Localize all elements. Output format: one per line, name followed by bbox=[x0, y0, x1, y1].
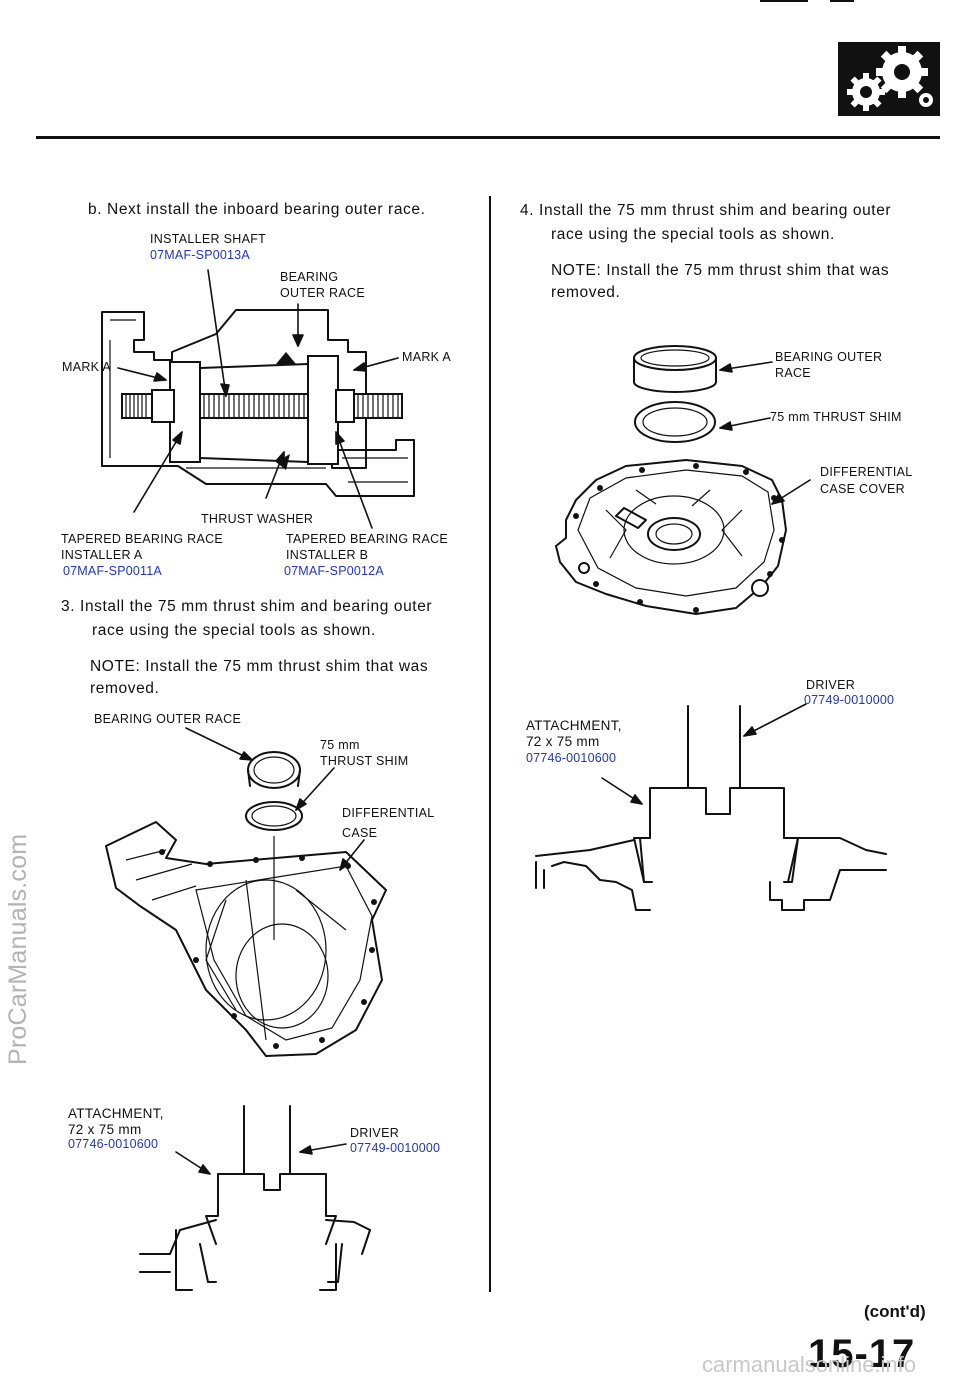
driver-attachment-diagram-left bbox=[139, 1105, 371, 1291]
attachment-label-2-right: 72 x 75 mm bbox=[526, 734, 600, 749]
gears-icon bbox=[838, 42, 940, 116]
attachment-label-1-right: ATTACHMENT, bbox=[526, 718, 622, 733]
diff-case-label-2: CASE bbox=[342, 826, 378, 840]
step-4-note-line-2: removed. bbox=[551, 284, 621, 301]
column-divider bbox=[489, 196, 491, 1292]
diff-thrust-shim-label-2: THRUST SHIM bbox=[320, 754, 409, 768]
driver-leader-lines-left bbox=[175, 1143, 347, 1175]
installer-assembly-diagram bbox=[101, 309, 415, 497]
driver-code-right: 07749-0010000 bbox=[804, 693, 895, 707]
mark-a-left-label: MARK A bbox=[62, 360, 112, 374]
step-3-note-line-2: removed. bbox=[90, 680, 160, 697]
cover-thrust-shim-label: 75 mm THRUST SHIM bbox=[770, 410, 902, 424]
driver-label-right: DRIVER bbox=[806, 678, 856, 692]
diff-thrust-shim-label-1: 75 mm bbox=[320, 738, 360, 752]
installer-b-label-2: INSTALLER B bbox=[286, 548, 369, 562]
case-cover-leader-lines bbox=[719, 361, 811, 505]
differential-case-diagram bbox=[105, 751, 387, 1057]
mark-a-right-label: MARK A bbox=[402, 350, 452, 364]
driver-attachment-diagram-right bbox=[535, 705, 887, 911]
attachment-label-2-left: 72 x 75 mm bbox=[68, 1122, 142, 1137]
top-mark bbox=[830, 0, 854, 2]
bearing-outer-race-label-1: BEARING bbox=[280, 270, 339, 284]
continued-label: (cont'd) bbox=[864, 1302, 926, 1321]
cover-bearing-outer-race-label-1: BEARING OUTER bbox=[775, 350, 883, 364]
installer-b-label-1: TAPERED BEARING RACE bbox=[286, 532, 449, 546]
step-3-line-2: race using the special tools as shown. bbox=[92, 622, 376, 639]
step-4-line-2: race using the special tools as shown. bbox=[551, 226, 835, 243]
differential-case-cover-diagram bbox=[555, 345, 787, 615]
installer-a-code: 07MAF-SP0011A bbox=[63, 564, 162, 578]
diff-case-leader-lines bbox=[185, 727, 365, 871]
installer-shaft-code: 07MAF-SP0013A bbox=[150, 248, 250, 262]
attachment-label-1-left: ATTACHMENT, bbox=[68, 1106, 164, 1121]
step-4-note-line-1: NOTE: Install the 75 mm thrust shim that… bbox=[551, 262, 890, 279]
diff-case-label-1: DIFFERENTIAL bbox=[342, 806, 435, 820]
installer-shaft-label: INSTALLER SHAFT bbox=[150, 232, 267, 246]
installer-a-label-1: TAPERED BEARING RACE bbox=[61, 532, 224, 546]
cover-diff-label-2: CASE COVER bbox=[820, 482, 905, 496]
installer-leader-lines bbox=[117, 269, 399, 529]
installer-a-label-2: INSTALLER A bbox=[61, 548, 143, 562]
bearing-outer-race-label-2: OUTER RACE bbox=[280, 286, 365, 300]
cover-bearing-outer-race-label-2: RACE bbox=[775, 366, 811, 380]
step-4-line-1: 4. Install the 75 mm thrust shim and bea… bbox=[520, 202, 892, 219]
cover-diff-label-1: DIFFERENTIAL bbox=[820, 465, 913, 479]
page-number: 15-17 bbox=[808, 1332, 916, 1376]
attachment-code-left: 07746-0010600 bbox=[68, 1137, 159, 1151]
driver-label-left: DRIVER bbox=[350, 1126, 400, 1140]
driver-code-left: 07749-0010000 bbox=[350, 1141, 441, 1155]
step-3-note-line-1: NOTE: Install the 75 mm thrust shim that… bbox=[90, 658, 429, 675]
thrust-washer-label: THRUST WASHER bbox=[201, 512, 314, 526]
step-3-line-1: 3. Install the 75 mm thrust shim and bea… bbox=[61, 598, 433, 615]
attachment-code-right: 07746-0010600 bbox=[526, 751, 617, 765]
driver-leader-lines-right bbox=[601, 703, 807, 805]
step-b-text: b. Next install the inboard bearing oute… bbox=[88, 201, 426, 218]
installer-b-code: 07MAF-SP0012A bbox=[284, 564, 384, 578]
header-rule bbox=[36, 136, 940, 139]
diff-bearing-outer-race-label: BEARING OUTER RACE bbox=[94, 712, 242, 726]
footer-watermark: carmanualsonline.info bbox=[702, 1352, 917, 1377]
top-mark bbox=[760, 0, 808, 2]
